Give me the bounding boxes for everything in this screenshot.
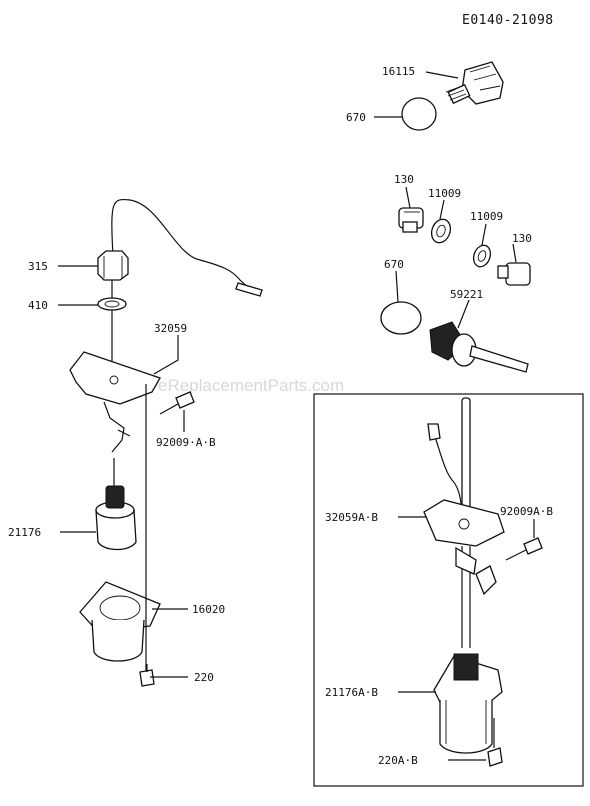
label-32059: 32059 <box>154 322 187 335</box>
label-11009-left: 11009 <box>428 187 461 200</box>
part-21176ab-solenoid[interactable] <box>433 653 503 754</box>
part-315-wire-lead[interactable] <box>111 198 263 380</box>
label-16115: 16115 <box>382 65 415 78</box>
part-130-plug-right[interactable] <box>497 262 531 286</box>
part-11009-washer-right[interactable] <box>471 243 494 269</box>
diagram-code: E0140-21098 <box>462 13 554 28</box>
part-410-washer[interactable] <box>97 297 127 311</box>
label-21176ab: 21176A·B <box>325 686 378 699</box>
part-220ab-bolt[interactable] <box>487 718 503 767</box>
part-92009ab-screw[interactable] <box>505 537 543 561</box>
part-130-plug-left[interactable] <box>398 207 424 233</box>
part-59221-valve[interactable] <box>429 321 529 373</box>
label-59221: 59221 <box>450 288 483 301</box>
part-11009-washer-left[interactable] <box>428 217 453 246</box>
label-92009ab-inset: 92009A·B <box>500 505 553 518</box>
part-315-nut[interactable] <box>97 250 129 281</box>
label-32059ab: 32059A·B <box>325 511 378 524</box>
label-220: 220 <box>194 671 214 684</box>
label-670-top: 670 <box>346 111 366 124</box>
label-315: 315 <box>28 260 48 273</box>
part-670-gasket-mid[interactable] <box>380 301 422 335</box>
label-220ab: 220A·B <box>378 754 418 767</box>
label-130-right: 130 <box>512 232 532 245</box>
part-220-bolt-left[interactable] <box>139 664 155 687</box>
part-32059-bracket[interactable] <box>69 351 161 453</box>
part-16115-sensor[interactable] <box>445 61 504 105</box>
part-670-gasket-top[interactable] <box>401 97 437 131</box>
part-32059ab-wire-assembly[interactable] <box>423 397 505 648</box>
label-92009-ab: 92009·A·B <box>156 436 216 449</box>
label-410: 410 <box>28 299 48 312</box>
inset-box <box>313 393 584 787</box>
label-670-mid: 670 <box>384 258 404 271</box>
label-130-left: 130 <box>394 173 414 186</box>
watermark: eReplacementParts.com <box>158 376 344 395</box>
leader-lines <box>58 71 535 761</box>
label-21176: 21176 <box>8 526 41 539</box>
label-16020: 16020 <box>192 603 225 616</box>
part-labels: 16115 670 130 11009 11009 130 670 59221 … <box>8 65 553 767</box>
part-92009-screw-left[interactable] <box>159 391 195 415</box>
label-11009-right: 11009 <box>470 210 503 223</box>
part-21176-solenoid[interactable] <box>95 458 137 551</box>
part-16020-gasket[interactable] <box>79 384 161 672</box>
